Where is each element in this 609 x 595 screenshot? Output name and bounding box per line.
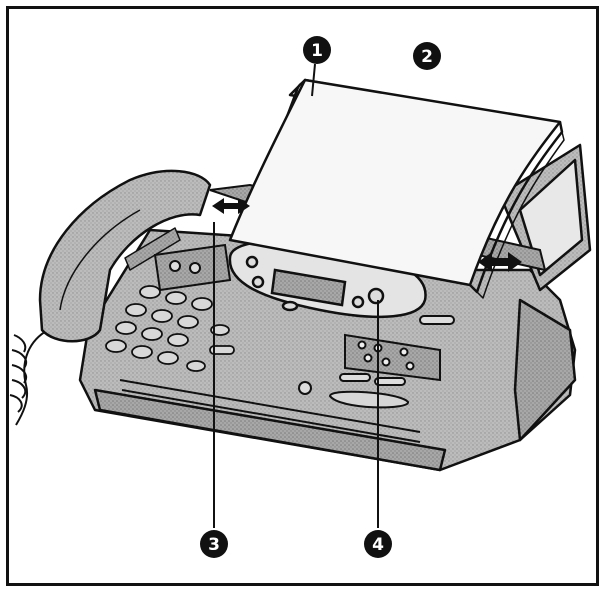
- callout-2: 2: [413, 42, 441, 70]
- document-stack: [228, 78, 565, 299]
- callout-4: 4: [364, 530, 392, 558]
- callout-3: 3: [200, 530, 228, 558]
- handset: [38, 169, 212, 343]
- output-slot: [119, 379, 421, 443]
- handset-cord: [9, 329, 49, 426]
- fax-body: [78, 143, 592, 472]
- callout-3-label: 3: [208, 535, 220, 555]
- callout-1-label: 1: [311, 41, 323, 61]
- callout-4-label: 4: [372, 535, 384, 555]
- callout-leaders: [213, 63, 379, 528]
- top-panel: [153, 243, 232, 292]
- double-arrow-icon: [212, 198, 522, 272]
- function-panel: [298, 315, 455, 409]
- keypad: [105, 285, 235, 372]
- callout-1: 1: [303, 36, 331, 64]
- start-button: [367, 287, 385, 305]
- callout-2-label: 2: [421, 47, 433, 67]
